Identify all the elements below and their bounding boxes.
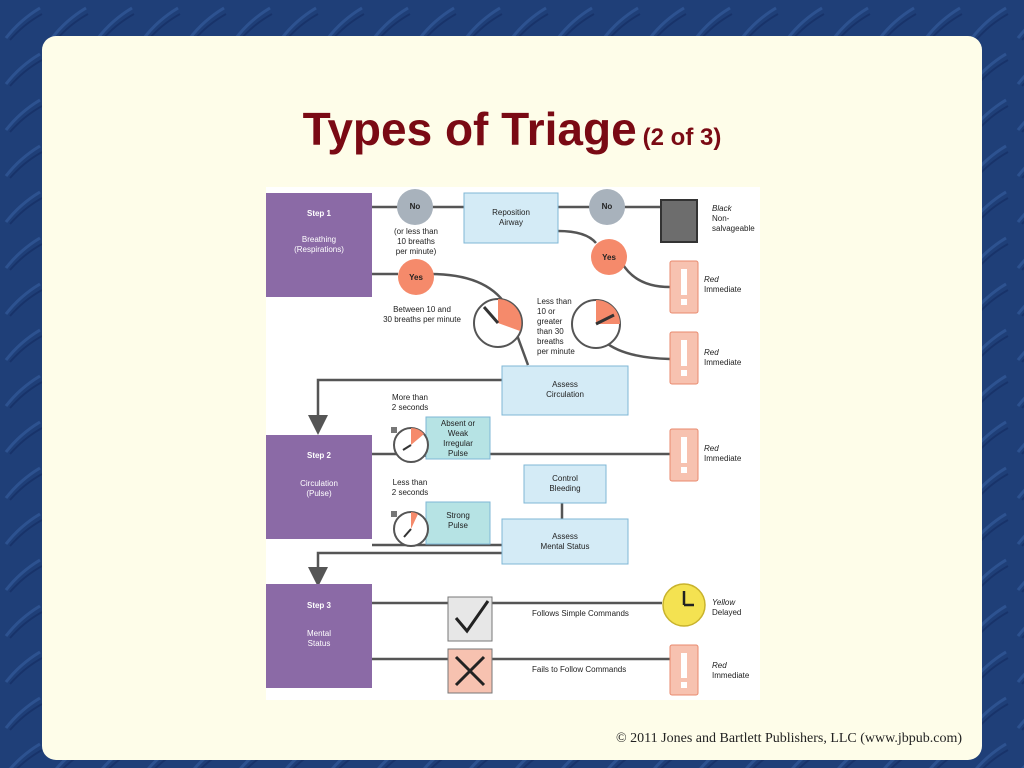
step1-subtitle: Breathing (Respirations) [294,235,344,254]
step1-title: Step 1 [306,209,331,218]
black-square-icon [660,199,698,243]
control-bleeding-label: Control Bleeding [549,474,581,493]
assess-circulation-label: Assess Circulation [546,380,584,399]
assess-circulation-box [501,365,629,416]
exclamation-card-icon [669,260,699,314]
less-than-2s-label: Less than 2 seconds [391,478,429,497]
action-boxes [425,192,629,565]
red4-category: Red [712,661,727,670]
red3-category: Red [704,444,719,453]
more-than-2s-label: More than 2 seconds [391,393,429,412]
rate-note: Less than 10 or greater than 30 breaths … [537,297,575,356]
decision-circles [397,189,627,295]
red3-desc: Immediate [704,454,742,463]
step3-box [266,584,372,688]
flowchart-graphics [266,189,706,696]
checkmark-icon [447,596,493,642]
yellow-desc: Delayed [712,608,742,617]
step2-box [266,435,372,539]
yes-label-1: Yes [409,273,423,282]
title-suffix: (2 of 3) [642,124,722,151]
strong-pulse-box [425,501,491,545]
strong-pulse-label: Strong Pulse [446,511,470,530]
red4-desc: Immediate [712,671,750,680]
reposition-airway-box [463,192,559,244]
fails-commands-label: Fails to Follow Commands [532,665,627,674]
yes-circle-2 [591,239,627,275]
respiration-gauge-icon-2 [571,299,621,349]
no-note: (or less than 10 breaths per minute) [393,227,439,256]
no-circle-2 [589,189,625,225]
absent-pulse-label: Absent or Weak Irregular Pulse [440,419,476,458]
follows-commands-label: Follows Simple Commands [532,609,629,618]
copyright-notice: © 2011 Jones and Bartlett Publishers, LL… [616,731,962,746]
x-mark-icon [447,648,493,694]
no-circle-1 [397,189,433,225]
step2-subtitle: Circulation (Pulse) [300,479,338,498]
step2-title: Step 2 [306,451,331,460]
red1-desc: Immediate [704,285,742,294]
exclamation-card-icon-4 [669,644,699,696]
step1-box [266,193,372,297]
yes-note: Between 10 and 30 breaths per minute [383,305,461,324]
red2-category: Red [704,348,719,357]
title-text: Types of Triage [302,103,637,155]
yellow-category: Yellow [712,598,736,607]
clock-icon [662,583,706,627]
black-desc: Non- salvageable [712,214,755,233]
stopwatch-icon-2 [391,511,429,547]
assess-mental-status-box [501,518,629,565]
triage-flowchart: Step 1 Breathing (Respirations) Step 2 C… [266,187,760,700]
yes-circle-1 [398,259,434,295]
respiration-gauge-icon [473,298,523,348]
exclamation-card-icon-2 [669,331,699,385]
red2-desc: Immediate [704,358,742,367]
red1-category: Red [704,275,719,284]
page-title: Types of Triage(2 of 3) [0,102,1024,156]
no-label-2: No [601,202,613,211]
reposition-airway-label: Reposition Airway [492,208,530,227]
yes-label-2: Yes [602,253,616,262]
step-boxes [266,193,372,688]
control-bleeding-box [523,464,607,504]
stopwatch-icon [391,427,429,463]
step3-subtitle: Mental Status [306,629,331,648]
no-label-1: No [409,202,421,211]
assess-mental-status-label: Assess Mental Status [540,532,590,551]
black-category: Black [712,204,732,213]
exclamation-card-icon-3 [669,428,699,482]
step3-title: Step 3 [306,601,331,610]
